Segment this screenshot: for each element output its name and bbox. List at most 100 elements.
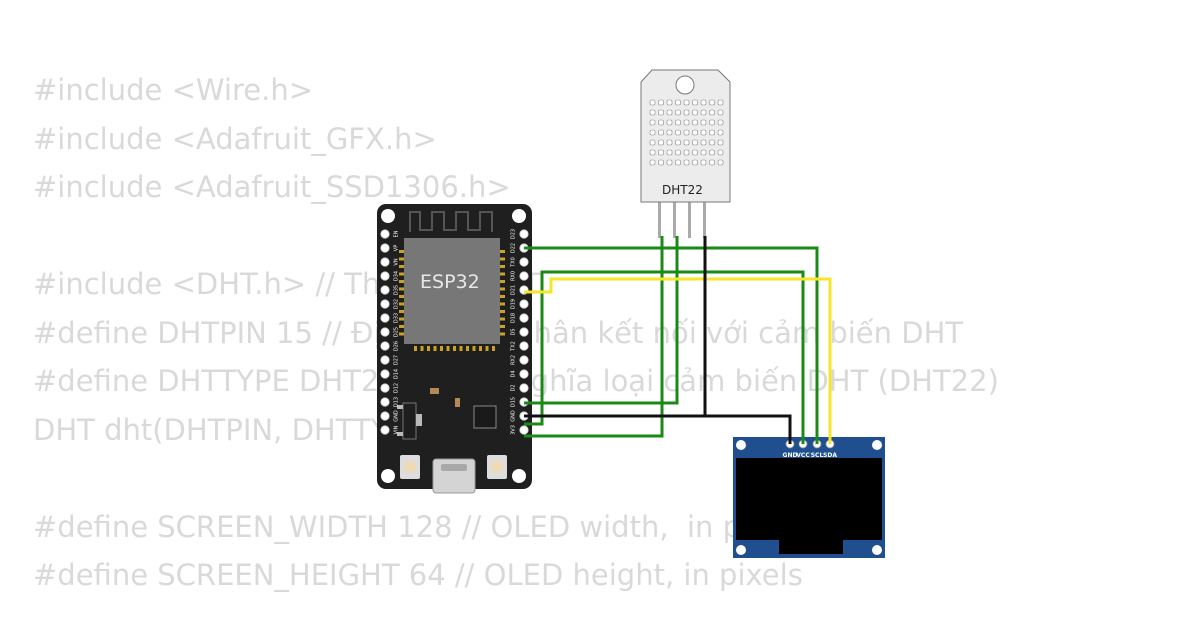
header-pin[interactable]: [380, 285, 390, 295]
header-pin[interactable]: [380, 271, 390, 281]
header-pin[interactable]: [519, 299, 529, 309]
header-pin[interactable]: [519, 369, 529, 379]
module-pad: [420, 346, 424, 351]
grille-slot: [649, 99, 656, 106]
usb-port-opening: [441, 464, 467, 471]
grille-slot: [692, 129, 698, 136]
grille-slot: [666, 129, 673, 136]
oled-pin-label: SCL: [811, 452, 824, 459]
header-pin[interactable]: [519, 229, 529, 239]
grille-slot: [666, 139, 673, 146]
grille-slot: [666, 159, 673, 166]
dht22-grille: [649, 99, 724, 166]
grille-slot: [675, 159, 681, 166]
grille-slot: [666, 99, 673, 106]
grille-slot: [666, 109, 673, 116]
wire-d22-scl[interactable]: [524, 246, 819, 444]
grille-slot: [649, 109, 656, 116]
header-pin[interactable]: [380, 313, 390, 323]
wire-dht-data[interactable]: [524, 236, 679, 405]
pin-label: EN: [394, 230, 400, 237]
pin-label: VP: [394, 245, 400, 251]
module-pad: [500, 250, 505, 253]
header-pin[interactable]: [519, 341, 529, 351]
oled-screen: [736, 458, 882, 540]
header-pin[interactable]: [380, 355, 390, 365]
wires: [524, 236, 832, 444]
pin-label: D35: [394, 285, 400, 295]
grille-slot: [709, 159, 715, 166]
boot-button[interactable]: [487, 455, 507, 479]
grille-slot: [700, 129, 707, 136]
header-pin[interactable]: [380, 243, 390, 253]
header-pin[interactable]: [380, 425, 390, 435]
header-pin[interactable]: [519, 313, 529, 323]
module-pad: [453, 346, 456, 351]
grille-slot: [692, 99, 698, 106]
pin-label: RX0: [511, 271, 517, 281]
module-pad: [500, 287, 505, 291]
module-pad: [399, 250, 404, 253]
grille-slot: [675, 109, 681, 116]
dht22-sensor[interactable]: DHT22: [640, 69, 731, 238]
module-pad: [427, 346, 430, 351]
voltage-regulator: [402, 402, 417, 440]
usb-uart-chip: [473, 405, 497, 429]
regulator-pin: [397, 432, 403, 436]
grille-slot: [649, 149, 656, 156]
wire-d21-sda[interactable]: [524, 277, 832, 444]
pin-label: D23: [511, 229, 517, 239]
module-pad: [399, 295, 404, 298]
pin-label: TX0: [511, 257, 517, 268]
module-pad: [500, 295, 505, 298]
module-pad: [492, 346, 495, 351]
grille-slot: [649, 119, 656, 126]
header-pin[interactable]: [380, 341, 390, 351]
header-pin[interactable]: [380, 397, 390, 407]
header-pin[interactable]: [380, 383, 390, 393]
module-pad: [500, 257, 505, 261]
esp32-antenna: [409, 211, 493, 232]
grille-slot: [683, 119, 690, 126]
header-pin[interactable]: [380, 299, 390, 309]
header-pin[interactable]: [380, 411, 390, 421]
module-pad: [485, 346, 489, 351]
pin-label: D21: [511, 285, 517, 295]
pin-label: 3V3: [511, 425, 517, 435]
header-pin[interactable]: [519, 271, 529, 281]
grille-slot: [649, 139, 656, 146]
header-pin[interactable]: [519, 327, 529, 337]
wire-oled-gnd[interactable]: [705, 414, 792, 444]
oled-mount-hole: [736, 545, 746, 555]
header-pin[interactable]: [519, 383, 529, 393]
grille-slot: [649, 129, 656, 136]
esp32-mount-hole: [512, 209, 526, 223]
wire-dht-vcc[interactable]: [524, 236, 664, 438]
pin-label: VIN: [394, 425, 400, 434]
module-pad: [472, 346, 476, 351]
wire-3v3-vcc[interactable]: [524, 270, 805, 444]
dht22-mount-hole: [675, 75, 695, 95]
regulator-tab: [416, 414, 422, 426]
esp32-board[interactable]: ESP32 ENVPVND34D35D32D33D25D26D27D14D12D…: [377, 204, 532, 494]
dht22-leg: [673, 200, 676, 238]
pin-label: D2: [511, 384, 517, 391]
header-pin[interactable]: [380, 229, 390, 239]
esp32-mount-hole: [381, 209, 395, 223]
module-pad: [479, 346, 482, 351]
grille-slot: [700, 149, 707, 156]
grille-slot: [700, 119, 707, 126]
grille-slot: [683, 99, 690, 106]
module-pad: [399, 265, 404, 268]
en-button[interactable]: [400, 455, 420, 479]
header-pin[interactable]: [519, 257, 529, 267]
pin-label: D33: [394, 313, 400, 323]
header-pin[interactable]: [380, 257, 390, 267]
grille-slot: [700, 109, 707, 116]
header-pin[interactable]: [519, 425, 529, 435]
header-pin[interactable]: [519, 355, 529, 365]
header-pin[interactable]: [380, 327, 390, 337]
header-pin[interactable]: [380, 369, 390, 379]
